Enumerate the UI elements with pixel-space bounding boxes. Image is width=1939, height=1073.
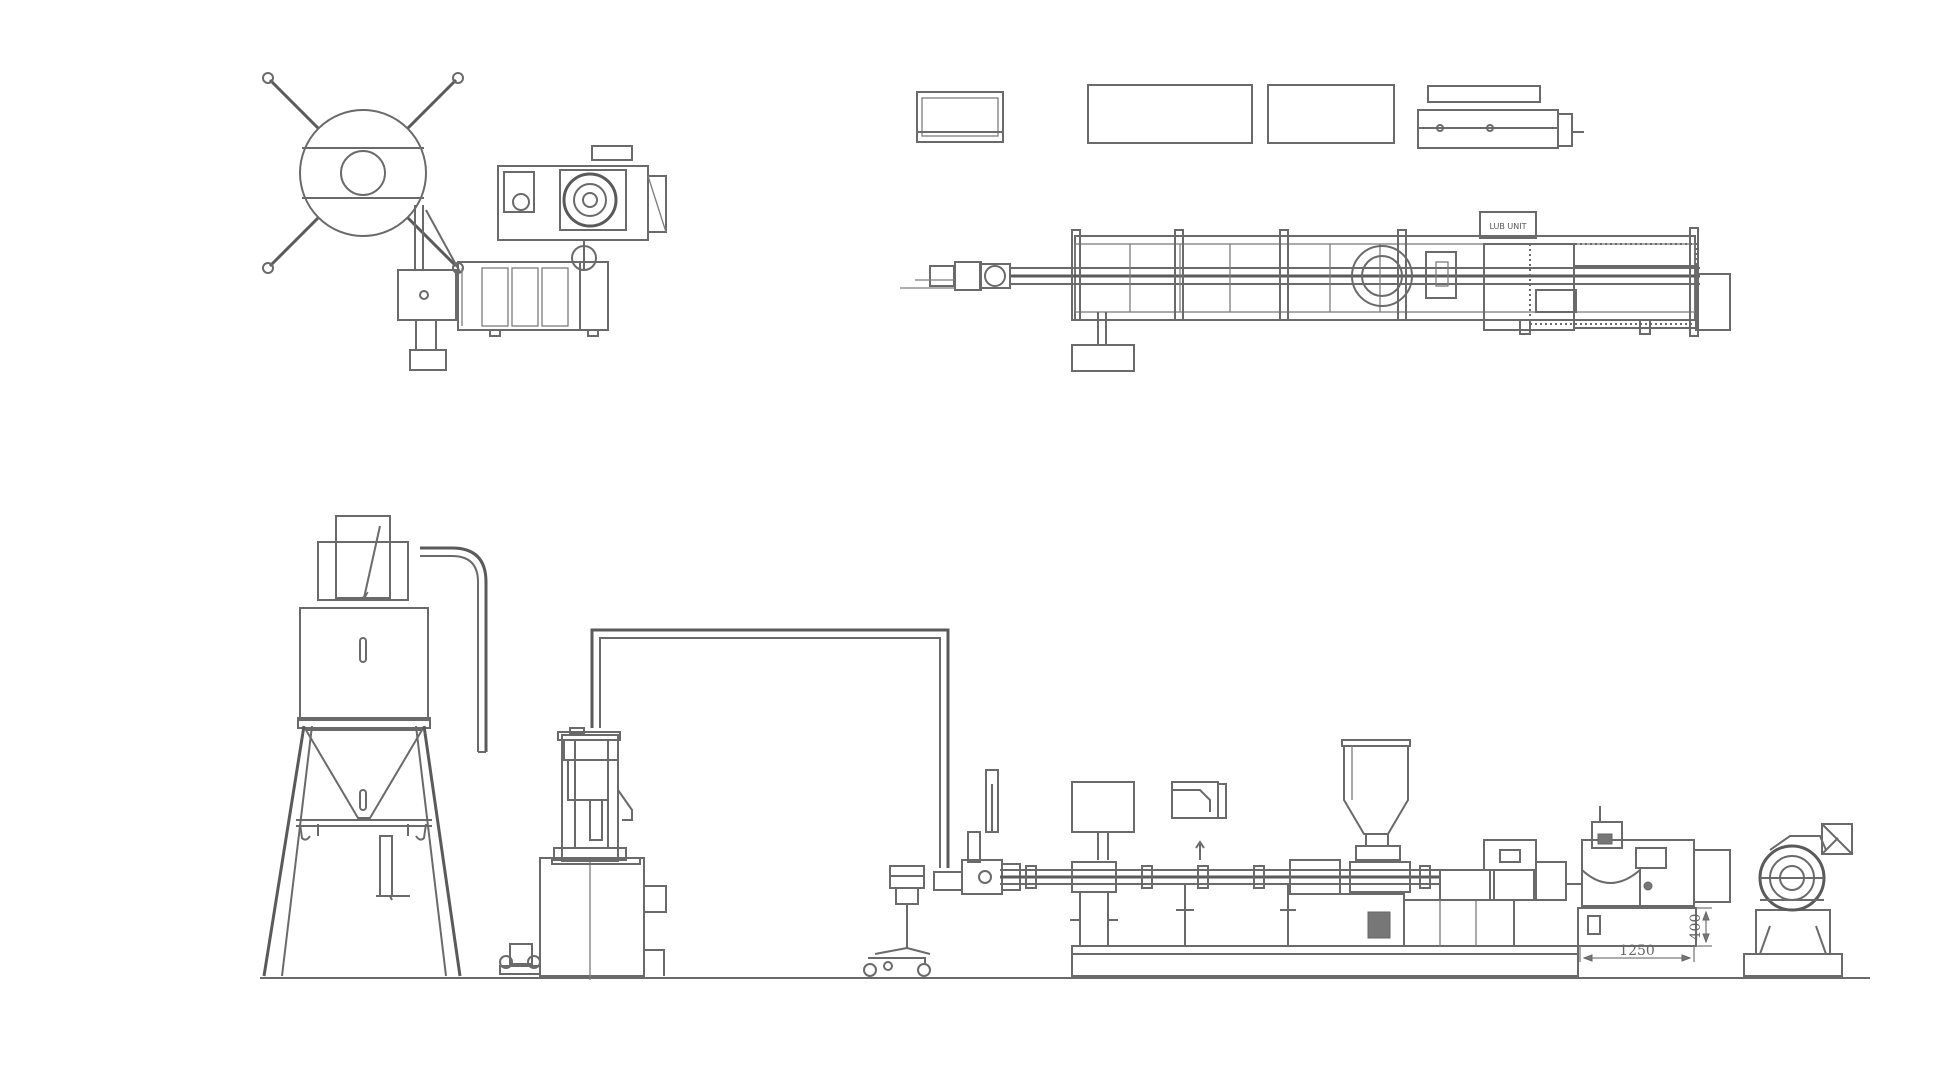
plan-view-extruder-line: LUB UNIT [900, 84, 1731, 372]
dimension-length-label: 1250 [1619, 943, 1655, 959]
dimension-height-label: 400 [1688, 914, 1704, 941]
plan-view-dryer-feeder [262, 72, 667, 371]
lub-unit-label: LUB UNIT [1489, 222, 1526, 231]
side-elevation-line: 1250 400 [260, 515, 1870, 980]
